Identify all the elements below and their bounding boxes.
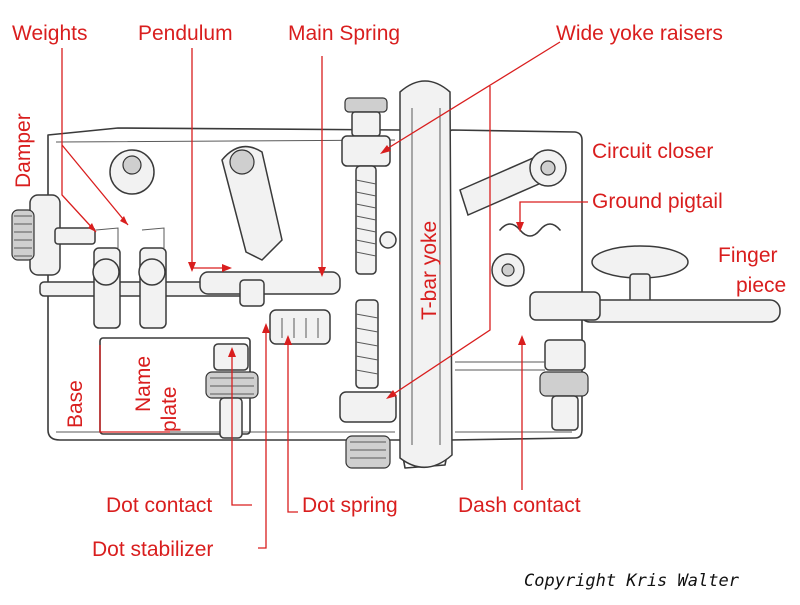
label-dash-contact: Dash contact <box>458 494 581 517</box>
copyright-text: Copyright Kris Walter <box>524 571 740 591</box>
label-wide-yoke-raisers: Wide yoke raisers <box>556 22 723 45</box>
lower-screw-part <box>339 299 397 469</box>
label-dot-contact: Dot contact <box>106 494 212 517</box>
finger-piece-part <box>529 245 781 323</box>
dash-contact-part <box>455 339 589 431</box>
key-sketch <box>11 80 781 469</box>
label-piece: piece <box>736 274 786 297</box>
label-weights: Weights <box>12 22 87 45</box>
ground-pigtail-part <box>491 223 561 287</box>
weights-part <box>39 227 251 329</box>
damper-part <box>11 194 96 276</box>
labels: Weights Pendulum Main Spring Wide yoke r… <box>12 22 786 591</box>
t-bar-yoke-part <box>399 80 453 468</box>
main-spring-part <box>341 97 397 275</box>
top-knob <box>109 149 155 195</box>
label-main-spring: Main Spring <box>288 22 400 45</box>
label-ground-pigtail: Ground pigtail <box>592 190 723 213</box>
label-t-bar-yoke: T-bar yoke <box>418 221 441 320</box>
label-circuit-closer: Circuit closer <box>592 140 713 163</box>
circuit-closer-part <box>459 149 567 217</box>
dot-spring-part <box>269 309 331 345</box>
base-plate <box>47 127 583 469</box>
label-plate: plate <box>158 386 181 432</box>
pendulum-part <box>199 145 341 307</box>
label-finger: Finger <box>718 244 778 267</box>
label-damper: Damper <box>12 113 35 188</box>
leader-lines <box>61 41 588 549</box>
label-dot-spring: Dot spring <box>302 494 398 517</box>
label-pendulum: Pendulum <box>138 22 233 45</box>
label-base: Base <box>64 380 87 428</box>
label-dot-stabilizer: Dot stabilizer <box>92 538 213 561</box>
label-name: Name <box>132 356 155 412</box>
